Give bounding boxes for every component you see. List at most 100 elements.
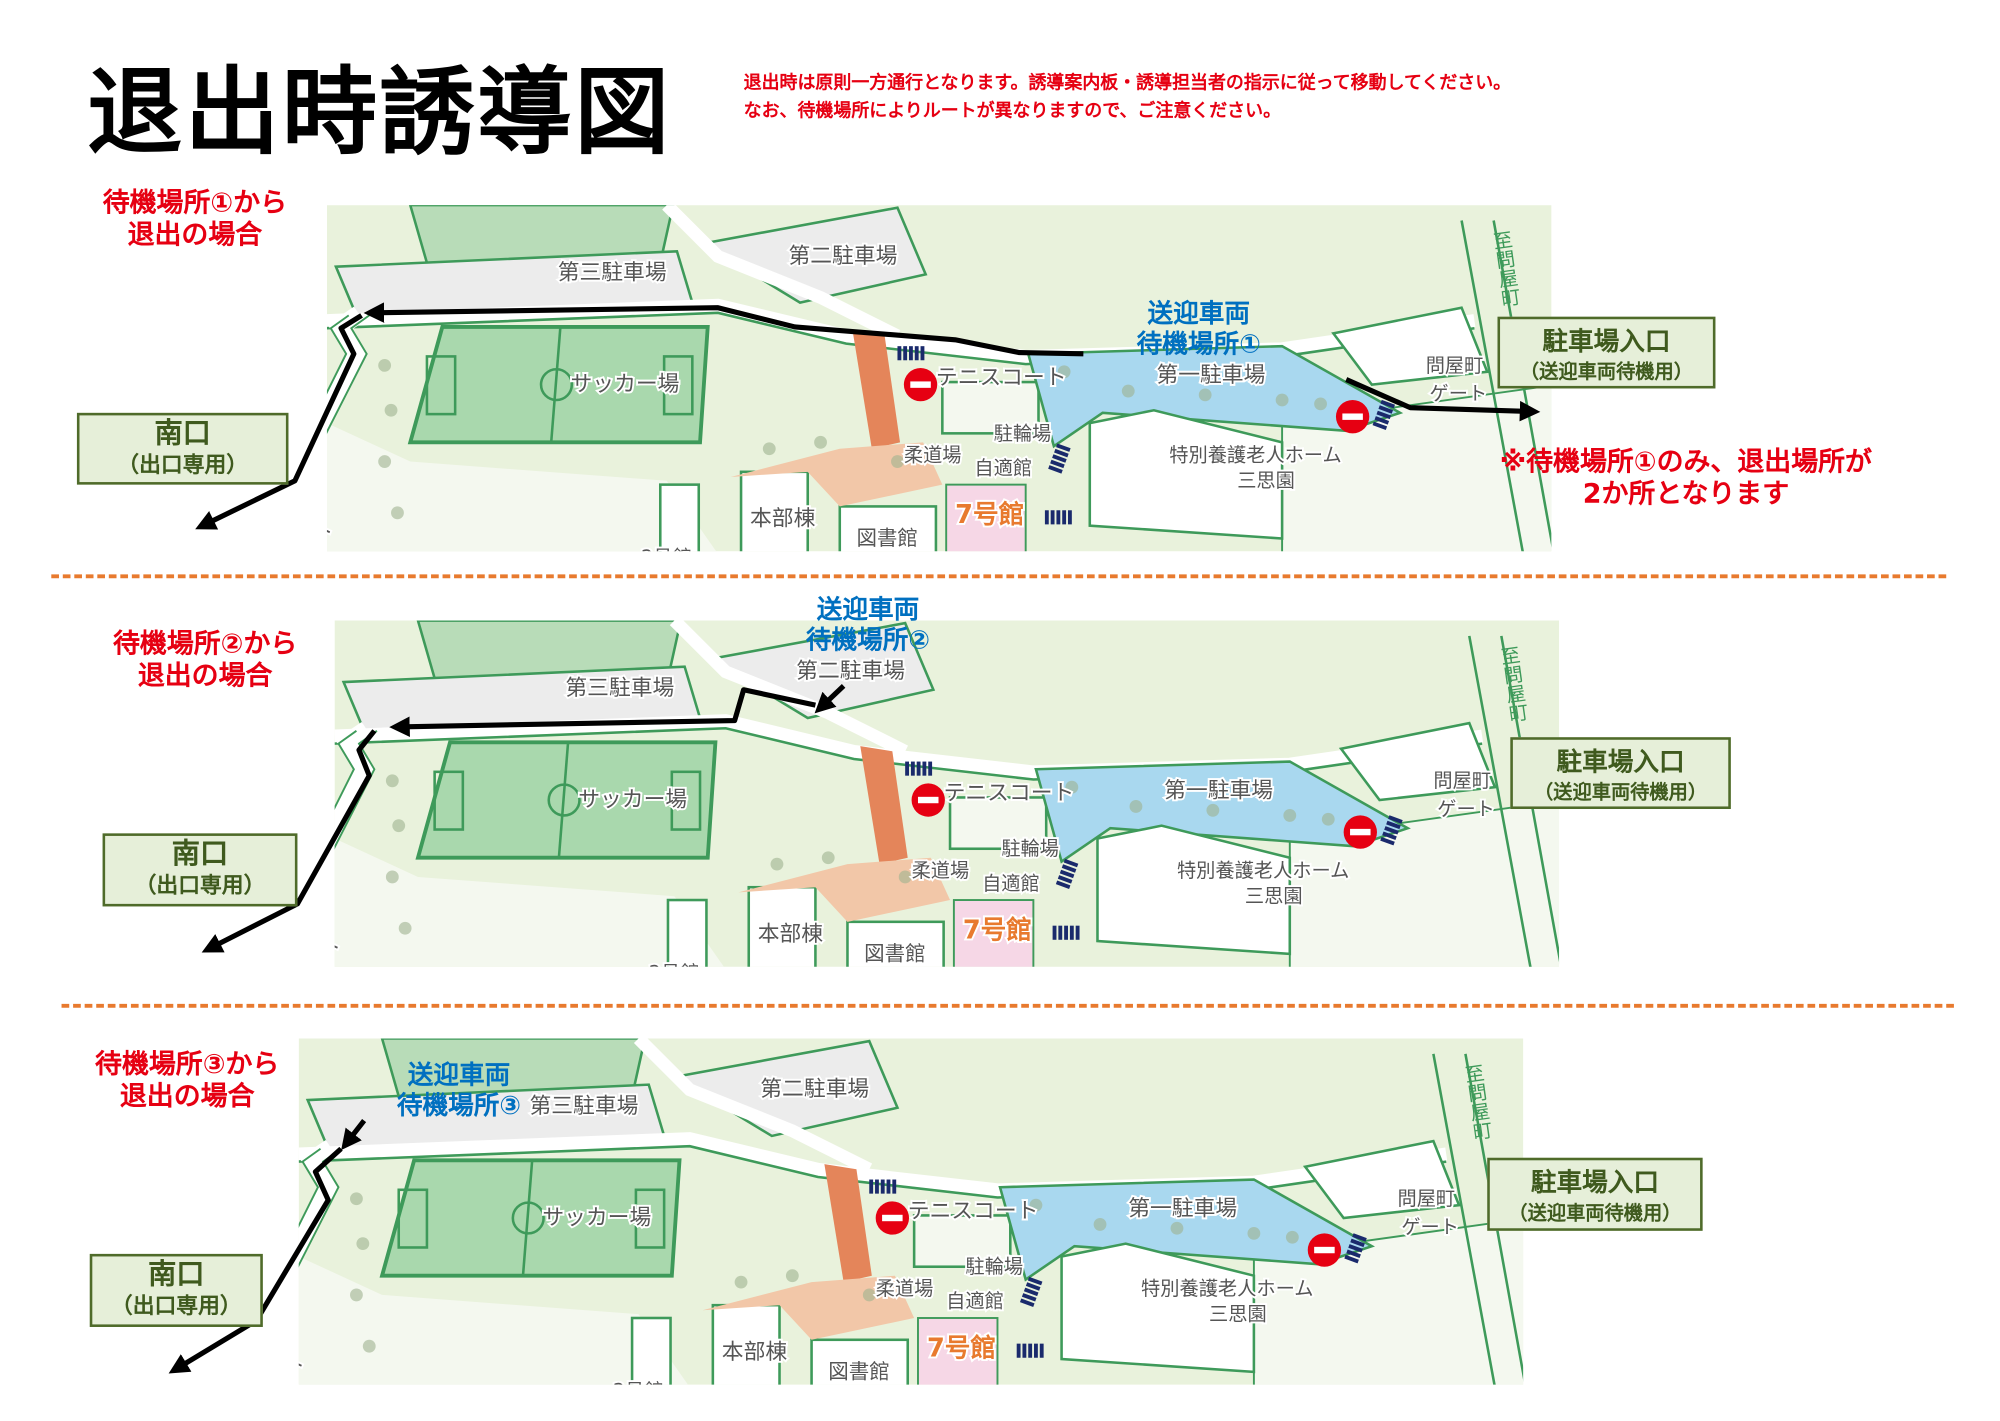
page-title: 退出時誘導図 bbox=[87, 57, 672, 168]
bike-rack-icon bbox=[1052, 925, 1080, 940]
map-label-library: 図書館 bbox=[828, 1359, 890, 1383]
heading-line-1: 待機場所①から bbox=[102, 187, 288, 218]
parking-entrance-note: （送迎車両待機用） bbox=[1534, 780, 1708, 804]
pickup-line-1: 送迎車両 bbox=[816, 593, 920, 625]
map-label-judo: 柔道場 bbox=[876, 1277, 934, 1300]
map-label-bldg2: 2号館 bbox=[649, 962, 700, 985]
map-label-tonya_gate2: ゲート bbox=[1430, 382, 1488, 405]
bike-rack-icon bbox=[1372, 399, 1395, 431]
exit-route-arrow bbox=[389, 687, 816, 737]
map-label-bldg7: 7号館 bbox=[927, 1332, 996, 1363]
pickup-location-label: 送迎車両待機場所② bbox=[765, 594, 970, 656]
pickup-location-label: 送迎車両待機場所③ bbox=[356, 1059, 561, 1121]
exit-route-arrow bbox=[341, 1118, 367, 1151]
exit-route-arrow bbox=[201, 729, 377, 953]
south-gate-box: 南口（出口専用） bbox=[89, 1253, 263, 1327]
bike-rack-icon bbox=[1019, 1276, 1043, 1307]
south-gate-name: 南口 bbox=[154, 417, 211, 451]
no-entry-icon bbox=[1307, 1233, 1342, 1267]
map-label-lot2: 第二駐車場 bbox=[788, 244, 897, 269]
parking-entrance-name: 駐車場入口 bbox=[1556, 746, 1685, 777]
heading-line-1: 待機場所②から bbox=[112, 628, 298, 659]
exit-route-arrow bbox=[814, 684, 846, 714]
exit-route-arrow bbox=[168, 1146, 343, 1374]
south-gate-note: （出口専用） bbox=[117, 452, 249, 479]
exit-note-line-1: ※待機場所①のみ、退出場所が bbox=[1499, 446, 1872, 477]
bike-rack-icon bbox=[905, 761, 933, 776]
map-label-bike: 駐輪場 bbox=[994, 422, 1052, 445]
exit-route-arrow bbox=[363, 302, 1084, 357]
heading-line-1: 待機場所③から bbox=[95, 1048, 280, 1080]
map-label-tonya_gate2: ゲート bbox=[1401, 1215, 1459, 1238]
map-label-lot3: 第三駐車場 bbox=[530, 1094, 639, 1119]
no-entry-icon bbox=[903, 367, 938, 402]
map-label-yokouchi: 横内ゲート bbox=[203, 1353, 306, 1377]
map-label-yokouchi: 横内ゲート bbox=[231, 519, 334, 543]
map-label-library: 図書館 bbox=[864, 941, 926, 965]
map-label-jiteki: 自適館 bbox=[946, 1290, 1004, 1313]
map-label-tennis: テニスコート bbox=[908, 1199, 1039, 1224]
pickup-line-2: 待機場所③ bbox=[396, 1089, 522, 1121]
exit-note-line-2: 2か所となります bbox=[1582, 478, 1790, 509]
map-label-judo: 柔道場 bbox=[912, 859, 970, 882]
pickup-line-2: 待機場所② bbox=[805, 624, 931, 656]
parking-entrance-box: 駐車場入口（送迎車両待機用） bbox=[1487, 1157, 1703, 1231]
map-label-honbu: 本部棟 bbox=[722, 1340, 788, 1365]
parking-entrance-box: 駐車場入口（送迎車両待機用） bbox=[1497, 316, 1716, 389]
pickup-line-1: 送迎車両 bbox=[1147, 297, 1251, 329]
notice-line-2: なお、待機場所によりルートが異なりますので、ご注意ください。 bbox=[743, 101, 1282, 122]
map-label-nursing: 特別養護老人ホーム bbox=[1141, 1277, 1313, 1300]
south-gate-box: 南口（出口専用） bbox=[76, 412, 289, 485]
panel-heading: 待機場所①から退出の場合 bbox=[67, 187, 323, 251]
parking-entrance-name: 駐車場入口 bbox=[1542, 325, 1671, 357]
no-entry-icon bbox=[875, 1201, 910, 1235]
map-label-tonya_gate1: 問屋町 bbox=[1433, 769, 1491, 792]
panel-heading: 待機場所③から退出の場合 bbox=[59, 1049, 315, 1113]
map-label-yokouchi: 横内ゲート bbox=[238, 935, 341, 959]
parking-entrance-box: 駐車場入口 （送迎車両待機用） bbox=[1510, 737, 1731, 810]
bike-rack-icon bbox=[897, 346, 925, 361]
bike-rack-icon bbox=[1044, 510, 1072, 525]
map-label-sanshien: 三思園 bbox=[1245, 885, 1303, 908]
parking-entrance-name: 駐車場入口 bbox=[1530, 1166, 1660, 1198]
map-label-honbu: 本部棟 bbox=[750, 507, 816, 532]
map-label-lot1: 第一駐車場 bbox=[1156, 363, 1265, 388]
panel-heading: 待機場所②から退出の場合 bbox=[77, 628, 333, 692]
notice-line-1: 退出時は原則一方通行となります。誘導案内板・誘導担当者の指示に従って移動してくだ… bbox=[743, 73, 1512, 94]
bike-rack-icon bbox=[1016, 1343, 1044, 1358]
section-divider bbox=[61, 1003, 1954, 1008]
exit-route-arrow bbox=[195, 313, 363, 530]
map-label-bldg2: 2号館 bbox=[641, 546, 692, 569]
map-label-bike: 駐輪場 bbox=[965, 1255, 1023, 1278]
heading-line-2: 退出の場合 bbox=[127, 219, 263, 251]
map-label-lot3: 第三駐車場 bbox=[565, 676, 674, 701]
map-label-tennis: テニスコート bbox=[944, 781, 1075, 806]
map-label-bldg7: 7号館 bbox=[963, 914, 1032, 945]
map-label-lot1: 第一駐車場 bbox=[1164, 778, 1273, 803]
map-label-jiteki: 自適館 bbox=[982, 872, 1040, 895]
heading-line-2: 退出の場合 bbox=[119, 1080, 255, 1112]
map-label-bldg2: 2号館 bbox=[613, 1379, 664, 1402]
map-label-sanshien: 三思園 bbox=[1209, 1303, 1267, 1326]
map-label-lot2: 第二駐車場 bbox=[796, 659, 905, 684]
map-label-tonya_gate2: ゲート bbox=[1437, 797, 1495, 820]
map-label-bike: 駐輪場 bbox=[1001, 837, 1059, 860]
map-label-jiteki: 自適館 bbox=[974, 456, 1032, 479]
map-label-library: 図書館 bbox=[856, 526, 918, 550]
no-entry-icon bbox=[1343, 815, 1377, 849]
bike-rack-icon bbox=[869, 1179, 897, 1194]
map-label-bldg7: 7号館 bbox=[955, 499, 1024, 530]
south-gate-note: （出口専用） bbox=[110, 1293, 242, 1320]
bike-rack-icon bbox=[1048, 443, 1071, 474]
south-gate-name: 南口 bbox=[148, 1259, 205, 1292]
map-label-tonya_gate1: 問屋町 bbox=[1426, 354, 1484, 377]
bike-rack-icon bbox=[1344, 1233, 1367, 1264]
exit-route-arrow bbox=[1345, 377, 1541, 422]
south-gate-note: （出口専用） bbox=[134, 873, 266, 899]
map-label-soccer: サッカー場 bbox=[542, 1205, 651, 1230]
bike-rack-icon bbox=[1055, 858, 1079, 889]
